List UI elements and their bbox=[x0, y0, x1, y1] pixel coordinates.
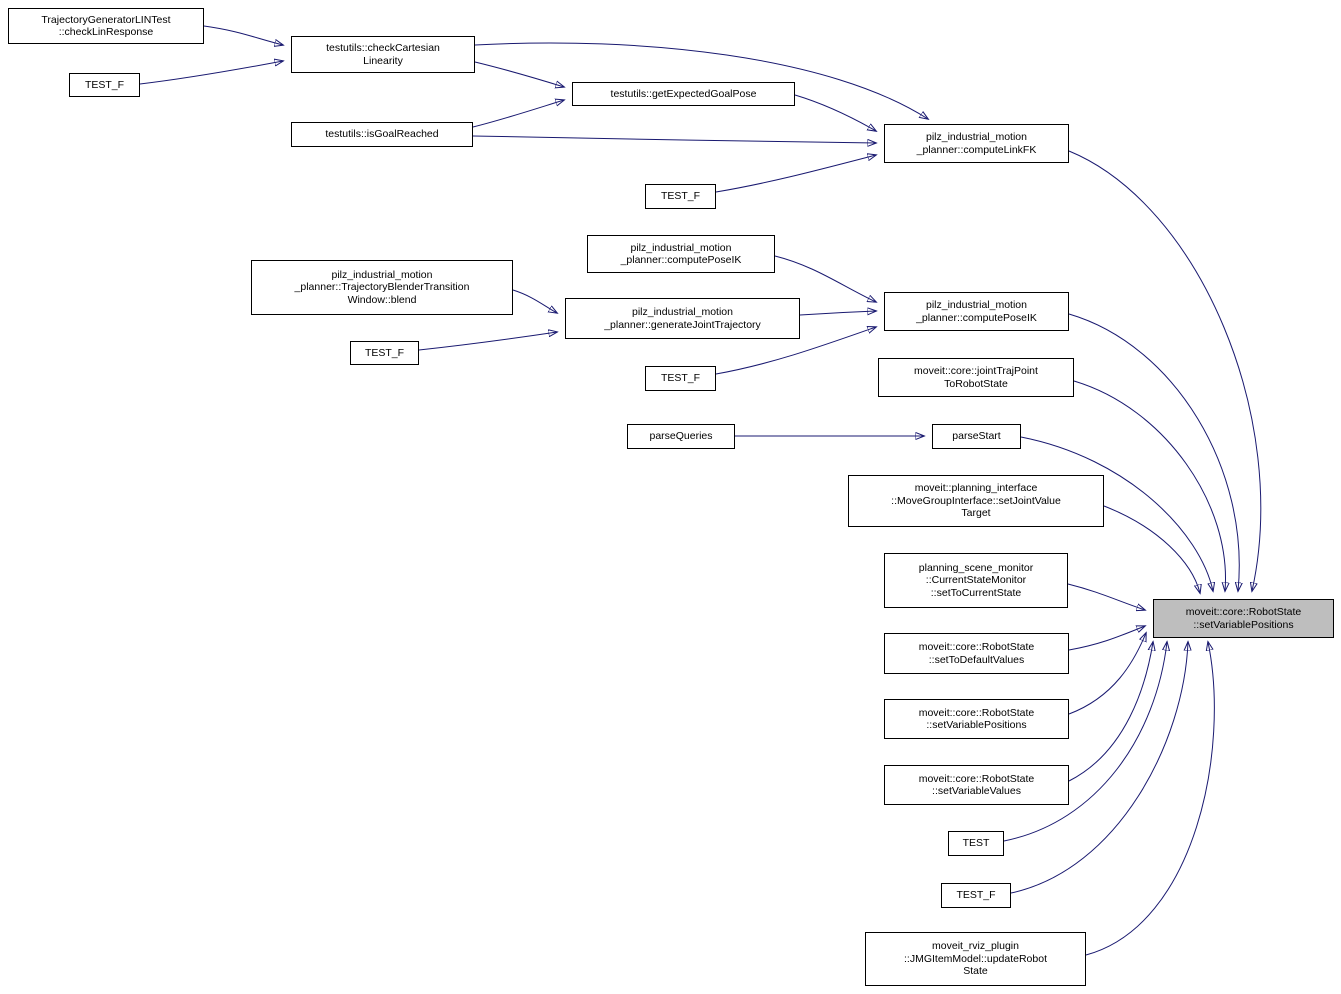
node-label: TEST bbox=[962, 837, 990, 850]
node-settocurrentstate[interactable]: planning_scene_monitor ::CurrentStateMon… bbox=[884, 553, 1068, 608]
node-label: _planner::computeLinkFK bbox=[916, 143, 1037, 156]
node-label: Target bbox=[961, 507, 991, 520]
node-label: moveit::planning_interface bbox=[914, 482, 1038, 495]
node-computeposeik[interactable]: pilz_industrial_motion _planner::compute… bbox=[884, 292, 1069, 331]
node-label: moveit::core::RobotState bbox=[918, 772, 1035, 785]
node-label: pilz_industrial_motion bbox=[632, 306, 733, 318]
node-label: Linearity bbox=[363, 54, 403, 67]
edge-checklinresponse-to-checkcartesianlinearity bbox=[203, 25, 283, 45]
node-label: moveit::core::RobotState bbox=[918, 706, 1035, 719]
node-label: ::MoveGroupInterface::setJointValue bbox=[891, 494, 1061, 507]
edge-settocurrentstate-to-setvariablepositions bbox=[1067, 583, 1145, 610]
node-test-f-2[interactable]: TEST_F bbox=[645, 184, 716, 209]
node-blend[interactable]: pilz_industrial_motion _planner::Traject… bbox=[251, 260, 513, 315]
node-checklinresponse[interactable]: TrajectoryGeneratorLINTest ::checkLinRes… bbox=[8, 8, 204, 44]
edge-test-to-setvariablepositions bbox=[1003, 642, 1167, 842]
edge-test-f-1-to-checkcartesianlinearity bbox=[139, 61, 283, 85]
edge-setjointvaluetarget-to-setvariablepositions bbox=[1103, 505, 1200, 593]
node-label: ::checkLinResponse bbox=[58, 26, 154, 38]
node-label: _planner::generateJointTrajectory bbox=[604, 318, 761, 331]
node-updaterobotstate[interactable]: moveit_rviz_plugin ::JMGItemModel::updat… bbox=[865, 932, 1086, 986]
node-settodefaultvalues[interactable]: moveit::core::RobotState ::setToDefaultV… bbox=[884, 633, 1069, 674]
node-checkcartesianlinearity[interactable]: testutils::checkCartesian Linearity bbox=[291, 36, 475, 73]
node-test-f-5[interactable]: TEST_F bbox=[941, 883, 1011, 908]
edge-isgoalreached-to-computelinkfk bbox=[472, 135, 876, 143]
node-getexpectedgoalpose[interactable]: testutils::getExpectedGoalPose bbox=[572, 82, 795, 106]
node-setvariablevalues[interactable]: moveit::core::RobotState ::setVariableVa… bbox=[884, 765, 1069, 805]
node-label: moveit_rviz_plugin bbox=[932, 940, 1019, 953]
node-label: ::setToCurrentState bbox=[930, 586, 1022, 599]
node-label: planning_scene_monitor bbox=[918, 561, 1034, 574]
node-label: testutils::isGoalReached bbox=[325, 128, 439, 141]
edge-test-f-2-to-computelinkfk bbox=[715, 155, 876, 193]
node-label: TEST_F bbox=[660, 372, 701, 385]
node-label: _planner::TrajectoryBlenderTransition bbox=[294, 281, 470, 294]
node-setvariablepositions-main: moveit::core::RobotState ::setVariablePo… bbox=[1153, 599, 1334, 638]
node-label: _planner::computePoseIK bbox=[620, 254, 742, 266]
edge-generatejointtrajectory-to-computeposeik bbox=[799, 311, 876, 316]
node-label: moveit::core::jointTrajPoint bbox=[914, 365, 1038, 377]
edge-test-f-5-to-setvariablepositions bbox=[1010, 642, 1188, 894]
node-test-f-3[interactable]: TEST_F bbox=[350, 341, 419, 365]
node-label: TEST_F bbox=[84, 78, 125, 91]
edge-checkcartesianlinearity-to-computelinkfk bbox=[474, 42, 928, 119]
node-label: pilz_industrial_motion bbox=[926, 131, 1027, 143]
node-label: ::setToDefaultValues bbox=[928, 653, 1025, 666]
node-label: ::setVariableValues bbox=[932, 785, 1021, 797]
node-label: pilz_industrial_motion bbox=[331, 268, 433, 281]
edge-computelinkfk-to-setvariablepositions bbox=[1068, 150, 1262, 591]
node-label: moveit::core::RobotState bbox=[918, 641, 1035, 653]
node-label: TrajectoryGeneratorLINTest bbox=[41, 13, 171, 26]
node-label: parseQueries bbox=[649, 430, 713, 443]
node-jointtrajpointtorobotstate[interactable]: moveit::core::jointTrajPoint ToRobotStat… bbox=[878, 358, 1074, 397]
edge-test-f-3-to-generatejointtrajectory bbox=[418, 332, 557, 351]
node-label: pilz_industrial_motion bbox=[926, 299, 1027, 311]
edge-checkcartesianlinearity-to-getexpectedgoalpose bbox=[474, 61, 564, 87]
edge-setvariablevalues-to-setvariablepositions bbox=[1068, 642, 1153, 782]
node-label: ToRobotState bbox=[944, 377, 1008, 390]
node-test[interactable]: TEST bbox=[948, 831, 1004, 856]
node-label: Window::blend bbox=[347, 293, 417, 306]
node-label: TEST_F bbox=[956, 889, 996, 902]
node-label: parseStart bbox=[952, 430, 1001, 443]
edge-settodefaultvalues-to-setvariablepositions bbox=[1068, 626, 1145, 651]
node-label: _planner::computePoseIK bbox=[916, 311, 1037, 324]
edge-updaterobotstate-to-setvariablepositions bbox=[1085, 642, 1215, 956]
node-label: ::JMGItemModel::updateRobot bbox=[904, 952, 1047, 965]
node-label: testutils::getExpectedGoalPose bbox=[610, 87, 757, 100]
node-test-f-1[interactable]: TEST_F bbox=[69, 73, 140, 97]
edge-computeposeik-to-setvariablepositions bbox=[1068, 313, 1239, 591]
edge-parsestart-to-setvariablepositions bbox=[1020, 436, 1213, 591]
node-label: pilz_industrial_motion bbox=[630, 241, 732, 254]
node-parsequeries[interactable]: parseQueries bbox=[627, 424, 735, 449]
node-label: ::CurrentStateMonitor bbox=[925, 574, 1027, 587]
node-label: moveit::core::RobotState bbox=[1185, 606, 1302, 618]
node-label: TEST_F bbox=[660, 190, 701, 203]
node-parsestart[interactable]: parseStart bbox=[932, 424, 1021, 449]
edge-computeposeik-caller-to-computeposeik bbox=[774, 255, 876, 302]
node-computelinkfk[interactable]: pilz_industrial_motion _planner::compute… bbox=[884, 124, 1069, 163]
edge-jointtrajpoint-to-setvariablepositions bbox=[1073, 380, 1226, 591]
node-test-f-4[interactable]: TEST_F bbox=[645, 366, 716, 391]
edge-test-f-4-to-computeposeik bbox=[715, 327, 876, 375]
edge-isgoalreached-to-getexpectedgoalpose bbox=[472, 100, 564, 128]
edge-setvariablepositions-overload-to-setvariablepositions bbox=[1068, 633, 1146, 715]
node-label: ::setVariablePositions bbox=[1193, 618, 1294, 631]
node-label: ::setVariablePositions bbox=[926, 719, 1027, 731]
node-label: State bbox=[963, 965, 988, 978]
node-label: TEST_F bbox=[364, 346, 405, 359]
edge-getexpectedgoalpose-to-computelinkfk bbox=[794, 94, 876, 131]
node-setjointvaluetarget[interactable]: moveit::planning_interface ::MoveGroupIn… bbox=[848, 475, 1104, 527]
node-generatejointtrajectory[interactable]: pilz_industrial_motion _planner::generat… bbox=[565, 298, 800, 339]
node-label: testutils::checkCartesian bbox=[326, 42, 440, 54]
node-computeposeik-caller[interactable]: pilz_industrial_motion _planner::compute… bbox=[587, 235, 775, 273]
edge-blend-to-generatejointtrajectory bbox=[512, 289, 557, 313]
node-isgoalreached[interactable]: testutils::isGoalReached bbox=[291, 122, 473, 147]
node-setvariablepositions-overload[interactable]: moveit::core::RobotState ::setVariablePo… bbox=[884, 699, 1069, 739]
